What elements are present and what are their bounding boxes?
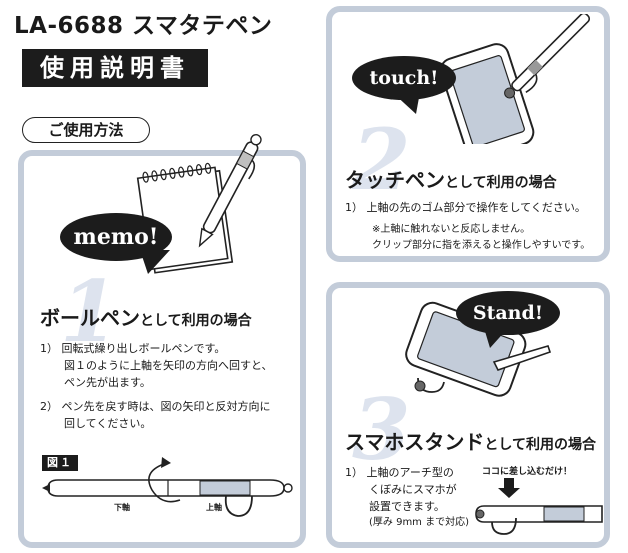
section1-item-1: 1） 回転式繰り出しボールペンです。: [40, 342, 226, 355]
stylus-icon: [504, 14, 590, 99]
section2-item: 1） 上軸の先のゴム部分で操作をしてください。: [345, 201, 586, 214]
figure-label: 図１: [42, 455, 78, 471]
section2-note-1: ※上軸に触れないと反応しません。: [372, 224, 531, 235]
section3-heading: スマホスタンドとして利用の場合: [345, 426, 596, 455]
section1-item-1-line3: ペン先が出ます。: [64, 376, 151, 389]
pen-icon: [198, 134, 262, 248]
section3-heading-sub: として利用の場合: [484, 437, 596, 453]
bubble-tail: [140, 250, 170, 274]
section2-heading-main: タッチペン: [345, 168, 445, 192]
section1-heading: ボールペンとして利用の場合: [40, 302, 252, 331]
memo-speech-bubble: memo!: [60, 213, 172, 261]
insert-slot-illustration: [475, 478, 603, 535]
model-title: LA-6688 スマタテペン: [14, 13, 273, 39]
section1-item-1-line2: 図１のように上軸を矢印の方向へ回すと、: [64, 359, 273, 372]
down-arrow-icon: [498, 478, 520, 498]
bubble-tail: [484, 328, 508, 348]
section2-heading: タッチペンとして利用の場合: [345, 164, 557, 193]
section1-heading-sub: として利用の場合: [140, 313, 252, 329]
section-number-2: 2: [352, 110, 411, 209]
section3-item: 1） 上軸のアーチ型の: [345, 466, 454, 479]
bubble-tail: [392, 92, 420, 114]
lower-axis-label: 下軸: [114, 503, 130, 512]
phone-touch-illustration: [439, 14, 590, 144]
insert-here-label: ココに差し込むだけ！: [482, 467, 573, 477]
manual-title: 使用説明書: [22, 49, 208, 87]
section2-note-2: クリップ部分に指を添えると操作しやすいです。: [372, 240, 591, 251]
section1-item-2-line2: 回してください。: [64, 417, 152, 430]
section1-item-2: 2） ペン先を戻す時は、図の矢印と反対方向に: [40, 400, 271, 413]
rotate-arrow-icon: [148, 463, 181, 503]
section1-heading-main: ボールペン: [40, 306, 140, 330]
section2-heading-sub: として利用の場合: [445, 175, 557, 191]
section3-heading-main: スマホスタンド: [345, 430, 485, 454]
stand-speech-bubble: Stand!: [456, 291, 560, 335]
section3-item-line3: 設置できます。: [369, 500, 445, 513]
section-number-3: 3: [352, 380, 411, 479]
howto-label: ご使用方法: [22, 117, 150, 143]
section3-item-note: (厚み 9mm まで対応): [369, 517, 470, 528]
section3-item-line2: くぼみにスマホが: [369, 483, 457, 496]
figure1-pen-rotation: [42, 457, 293, 517]
upper-axis-label: 上軸: [206, 503, 222, 512]
section-number-1: 1: [60, 262, 119, 361]
